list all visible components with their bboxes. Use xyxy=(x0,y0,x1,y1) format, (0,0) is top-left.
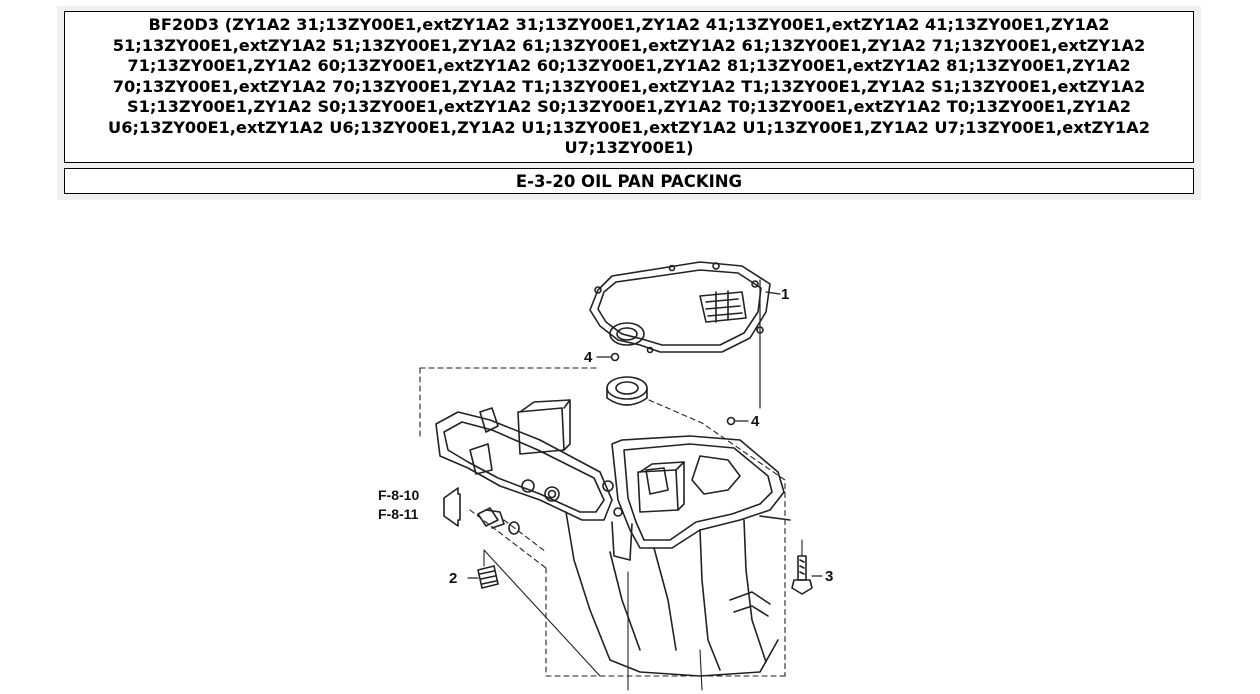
section-title-box: E-3-20 OIL PAN PACKING xyxy=(64,168,1194,194)
gasket-part-1 xyxy=(589,261,771,354)
drain-plug-washer xyxy=(477,507,547,553)
oil-seal-part-4 xyxy=(606,352,736,426)
reference-link-a[interactable]: F-8-10 xyxy=(378,487,419,503)
callout-part-4-left: 4 xyxy=(584,349,593,366)
bolt-part-3 xyxy=(791,539,823,595)
reference-arrow-icon xyxy=(443,487,461,527)
callout-part-1: 1 xyxy=(781,286,789,303)
oil-pan-exploded-diagram: 1 4 4 2 3 F-8-10 F-8-11 xyxy=(378,261,833,691)
section-title: E-3-20 OIL PAN PACKING xyxy=(515,171,743,191)
drain-plug-part-2 xyxy=(467,549,601,677)
callout-part-3: 3 xyxy=(825,568,833,585)
oil-pan-body xyxy=(435,399,791,677)
assembly-dashed-outline xyxy=(419,367,786,677)
callout-part-4-right: 4 xyxy=(751,413,760,430)
reference-link-b[interactable]: F-8-11 xyxy=(378,506,419,522)
model-applicability-box: BF20D3 (ZY1A2 31;13ZY00E1,extZY1A2 31;13… xyxy=(64,11,1194,163)
callout-part-2: 2 xyxy=(449,570,457,587)
model-applicability-text: BF20D3 (ZY1A2 31;13ZY00E1,extZY1A2 31;13… xyxy=(108,14,1150,158)
